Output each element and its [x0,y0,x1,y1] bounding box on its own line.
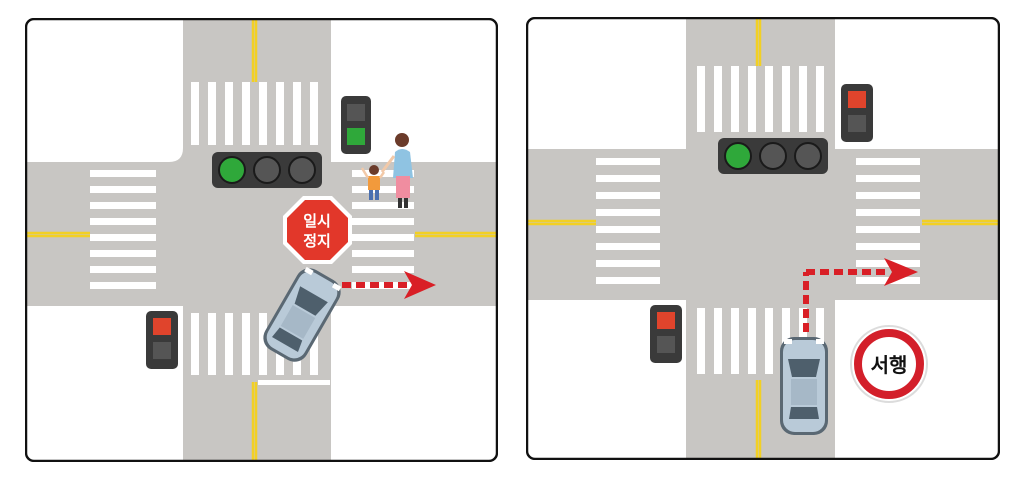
car-straight-icon [780,337,828,435]
car-turning-icon [263,266,342,362]
pedestrian-mother-child-icon [360,133,413,208]
right-crosswalk-top [697,66,824,132]
stop-sign-line1: 일시 [303,212,331,230]
left-frame [25,18,498,462]
right-crosswalk-west [596,158,660,284]
turn-right-arrow-icon [803,258,918,332]
right-panel: 서행 [526,17,1000,460]
right-frame [526,17,1000,460]
left-crosswalk-top [191,82,318,145]
right-horizontal-road [526,149,1000,300]
right-center-lines [526,17,1000,460]
pedestrian-light-green-icon [341,96,371,154]
left-crosswalk-west [90,170,156,289]
slow-sign-text: 서행 [871,353,908,377]
traffic-light-horizontal-icon [212,152,322,188]
stop-sign-line2: 정지 [303,232,331,250]
left-center-lines [25,18,498,462]
slow-sign-icon: 서행 [850,325,928,403]
pedestrian-light-red-icon [146,311,178,369]
stop-sign-icon: 일시 정지 [283,196,352,264]
pedestrian-light-red-icon [650,305,682,363]
right-turn-arrow-icon [342,271,436,299]
traffic-light-horizontal-icon [718,138,828,174]
pedestrian-light-red-icon [841,84,873,142]
left-panel: 일시 정지 [25,18,498,462]
